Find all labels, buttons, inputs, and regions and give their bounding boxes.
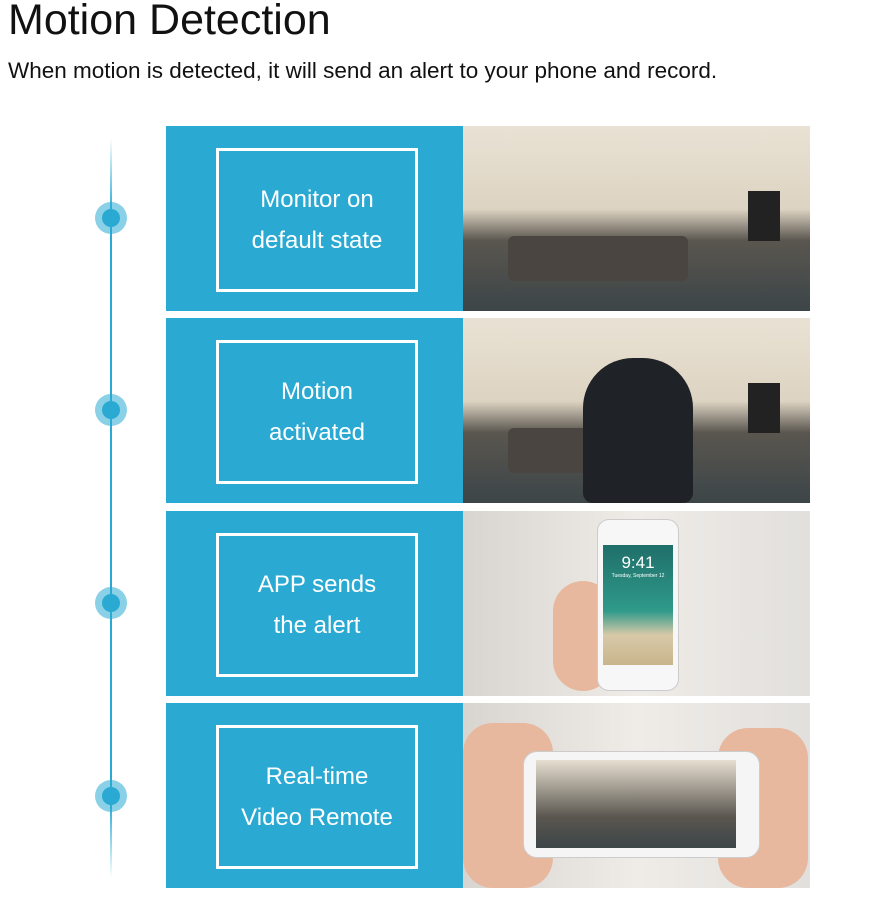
- step-text: APP sends: [257, 571, 377, 598]
- remote-video-photo: [463, 703, 810, 888]
- timeline-dot: [95, 394, 127, 426]
- step-text: Monitor on: [260, 186, 374, 213]
- step-text: Video Remote: [241, 804, 393, 831]
- intruder-photo: [463, 318, 810, 503]
- timeline-dot: [95, 780, 127, 812]
- timeline-line: [110, 138, 112, 878]
- phone-date: Tuesday, September 12: [611, 573, 665, 579]
- step-label: Motion activated: [216, 340, 418, 484]
- page-subtitle: When motion is detected, it will send an…: [8, 58, 718, 83]
- step-label: Monitor on default state: [216, 148, 418, 292]
- page-title: Motion Detection: [8, 0, 331, 44]
- step-text: Real-time: [265, 763, 369, 790]
- phone-time: 9:41: [621, 553, 655, 572]
- timeline-dot: [95, 202, 127, 234]
- step-text: Motion: [280, 378, 354, 405]
- step-motion: Motion activated: [166, 318, 810, 503]
- phone-image: [523, 751, 760, 858]
- step-text: the alert: [273, 612, 361, 639]
- step-text: default state: [251, 227, 383, 254]
- step-text: activated: [268, 419, 366, 446]
- step-label: APP sends the alert: [216, 533, 418, 677]
- timeline-dot: [95, 587, 127, 619]
- step-monitor: Monitor on default state: [166, 126, 810, 311]
- living-room-photo: [463, 126, 810, 311]
